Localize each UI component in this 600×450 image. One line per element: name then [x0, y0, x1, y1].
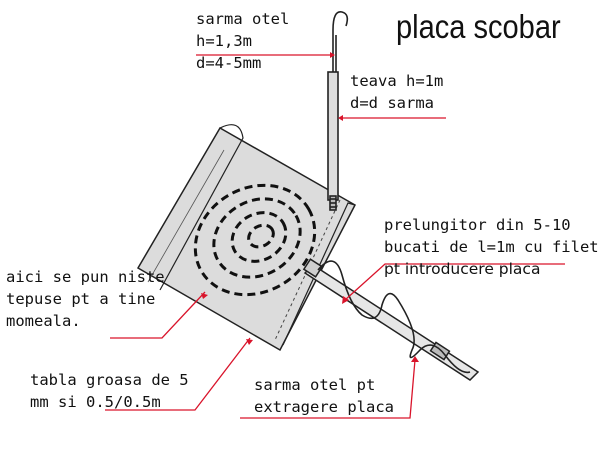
- label-extension-line-2: bucati de l=1m cu filet: [384, 238, 599, 256]
- label-sheet-line-2: mm si 0.5/0.5m: [30, 393, 161, 411]
- label-wire: sarma otel h=1,3m d=4-5mm: [196, 8, 289, 74]
- pull-wire: [317, 260, 471, 374]
- label-tube-line-1: teava h=1m: [350, 72, 444, 90]
- label-pull-wire-line-2: extragere placa: [254, 398, 394, 416]
- label-extension: prelungitor din 5-10 bucati de l=1m cu f…: [384, 214, 599, 280]
- label-extension-line-3: pt introducere placa: [384, 260, 541, 278]
- steel-wire: [327, 11, 349, 211]
- label-bait-line-1: aici se pun niste: [6, 268, 165, 286]
- label-sheet: tabla groasa de 5 mm si 0.5/0.5m: [30, 369, 189, 413]
- label-bait-line-3: momeala.: [6, 312, 81, 330]
- label-wire-line-2: h=1,3m: [196, 32, 252, 50]
- label-bait: aici se pun niste tepuse pt a tine momea…: [6, 266, 165, 332]
- plate: [136, 124, 356, 352]
- arrowheads: [201, 52, 419, 362]
- label-tube: teava h=1m d=d sarma: [350, 70, 443, 114]
- bait-spiral: [193, 183, 317, 297]
- page-title: placa scobar: [396, 8, 561, 45]
- leader-lines: [105, 54, 565, 419]
- label-tube-line-2: d=d sarma: [350, 94, 434, 112]
- label-bait-line-2: tepuse pt a tine: [6, 290, 156, 308]
- label-wire-line-1: sarma otel: [196, 10, 290, 28]
- label-extension-line-1: prelungitor din 5-10: [384, 216, 571, 234]
- label-pull-wire: sarma otel pt extragere placa: [254, 374, 394, 418]
- label-wire-line-3: d=4-5mm: [196, 54, 262, 72]
- label-pull-wire-line-1: sarma otel pt: [254, 376, 376, 394]
- label-sheet-line-1: tabla groasa de 5: [30, 371, 189, 389]
